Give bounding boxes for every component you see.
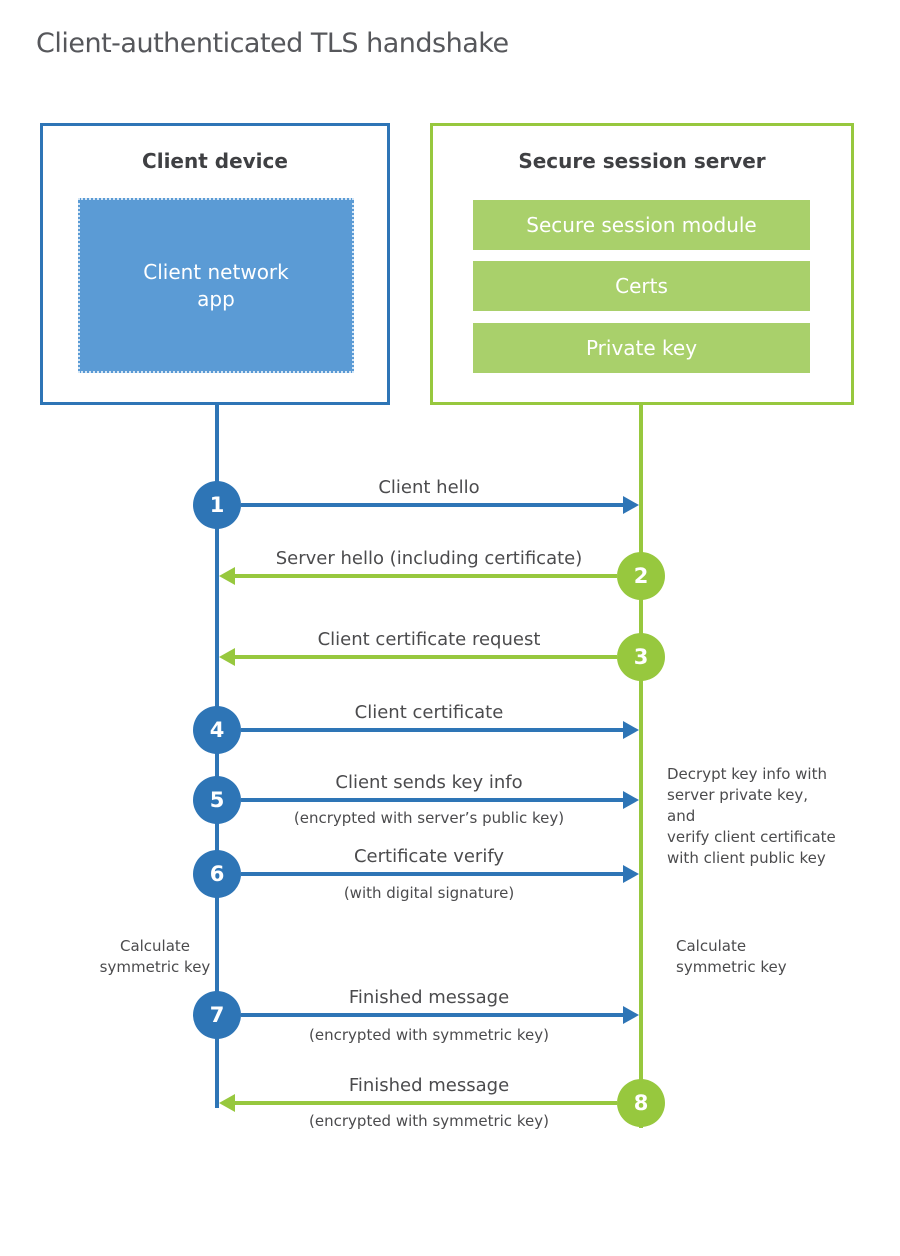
message-arrow-4 — [241, 728, 625, 732]
message-sublabel-8: (encrypted with symmetric key) — [309, 1112, 549, 1130]
server-module-private-key: Private key — [473, 323, 810, 373]
calculate-symmetric-key-note-server: Calculate symmetric key — [676, 937, 787, 976]
message-arrow-5 — [241, 798, 625, 802]
step-circle-6: 6 — [193, 850, 241, 898]
client-device-box: Client device Client network app — [40, 123, 390, 405]
message-label-1: Client hello — [378, 477, 480, 498]
message-label-2: Server hello (including certificate) — [275, 548, 583, 569]
client-device-title: Client device — [142, 149, 288, 173]
step-circle-5: 5 — [193, 776, 241, 824]
arrowhead-left-icon — [219, 1094, 235, 1112]
arrowhead-right-icon — [623, 865, 639, 883]
message-arrow-3 — [235, 655, 617, 659]
message-label-4: Client certificate — [354, 702, 504, 723]
arrowhead-right-icon — [623, 496, 639, 514]
message-label-3: Client certificate request — [317, 629, 541, 650]
server-lifeline — [639, 405, 643, 1128]
message-sublabel-7: (encrypted with symmetric key) — [309, 1026, 549, 1044]
step-circle-2: 2 — [617, 552, 665, 600]
calculate-symmetric-key-note-client: Calculate symmetric key — [99, 937, 211, 976]
decrypt-note: Decrypt key info with server private key… — [667, 765, 836, 867]
message-arrow-6 — [241, 872, 625, 876]
message-label-8: Finished message — [348, 1075, 510, 1096]
message-sublabel-5: (encrypted with server’s public key) — [293, 809, 565, 827]
page-title: Client-authenticated TLS handshake — [36, 28, 509, 59]
arrowhead-left-icon — [219, 567, 235, 585]
message-arrow-8 — [235, 1101, 617, 1105]
arrowhead-right-icon — [623, 721, 639, 739]
arrowhead-left-icon — [219, 648, 235, 666]
message-label-6: Certificate verify — [353, 846, 505, 867]
message-arrow-2 — [235, 574, 617, 578]
server-module-secure-session: Secure session module — [473, 200, 810, 250]
message-arrow-1 — [241, 503, 625, 507]
step-circle-8: 8 — [617, 1079, 665, 1127]
message-label-5: Client sends key info — [335, 772, 523, 793]
step-circle-3: 3 — [617, 633, 665, 681]
client-lifeline — [215, 405, 219, 1108]
client-network-app-box: Client network app — [78, 198, 354, 373]
secure-session-server-title: Secure session server — [518, 149, 766, 173]
message-sublabel-6: (with digital signature) — [343, 884, 515, 902]
step-circle-7: 7 — [193, 991, 241, 1039]
message-arrow-7 — [241, 1013, 625, 1017]
arrowhead-right-icon — [623, 1006, 639, 1024]
arrowhead-right-icon — [623, 791, 639, 809]
step-circle-4: 4 — [193, 706, 241, 754]
secure-session-server-box: Secure session server Secure session mod… — [430, 123, 854, 405]
server-module-certs: Certs — [473, 261, 810, 311]
step-circle-1: 1 — [193, 481, 241, 529]
message-label-7: Finished message — [348, 987, 510, 1008]
